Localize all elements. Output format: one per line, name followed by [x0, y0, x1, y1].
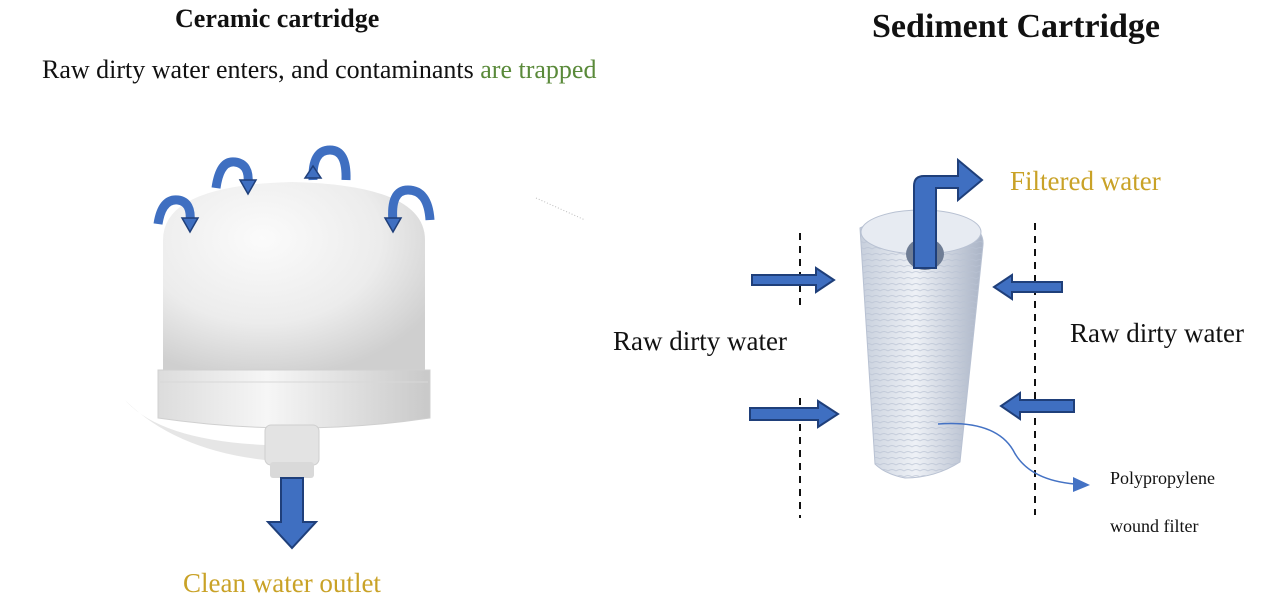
outlet-down-arrow-icon: [265, 477, 319, 550]
raw-dirty-water-left-label: Raw dirty water: [613, 326, 787, 356]
material-leader-arrowhead-icon: [1073, 477, 1090, 492]
ceramic-description-main: Raw dirty water enters, and contaminants: [42, 55, 481, 84]
raw-dirty-water-right-label: Raw dirty water: [1070, 318, 1244, 348]
inflow-curved-arrow-icon: [153, 145, 435, 234]
raw-water-inflow-arrow-icon: [749, 266, 1075, 429]
material-leader-line: [937, 422, 1076, 485]
ceramic-description-highlight: are trapped: [480, 55, 597, 84]
filtered-water-elbow-arrow-icon: [913, 157, 984, 269]
ceramic-cartridge-title: Ceramic cartridge: [175, 4, 380, 33]
material-label-line2: wound filter: [1110, 516, 1199, 536]
faint-dotted-line: [535, 197, 586, 221]
ceramic-description: Raw dirty water enters, and contaminants…: [42, 55, 596, 85]
sediment-cartridge-title: Sediment Cartridge: [872, 8, 1161, 45]
filtered-water-label: Filtered water: [1010, 166, 1161, 196]
clean-water-outlet-label: Clean water outlet: [183, 568, 381, 598]
ceramic-cartridge-image: [125, 182, 431, 478]
material-label-line1: Polypropylene: [1110, 468, 1215, 488]
